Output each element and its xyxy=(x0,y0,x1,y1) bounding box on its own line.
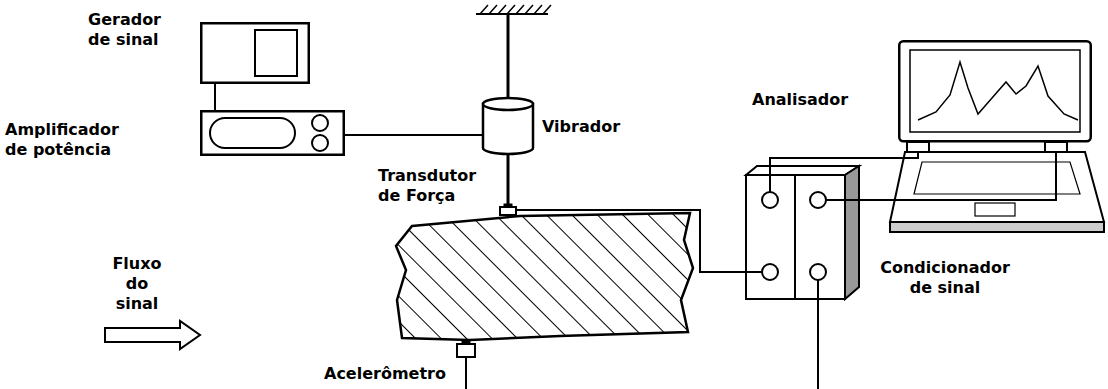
analyzer-laptop: Analisador xyxy=(898,40,1092,152)
device-label: Vibrador xyxy=(542,117,594,137)
conditioner-socket xyxy=(762,192,778,208)
transducer-body xyxy=(500,207,516,215)
device-label: Amplificador de potência xyxy=(5,120,130,160)
generator-screen xyxy=(255,30,297,76)
accelerometer-cable xyxy=(465,358,467,389)
signal-conditioner-shape xyxy=(745,165,860,300)
amplifier-knob xyxy=(312,135,328,151)
device-label: Condicionador de sinal xyxy=(869,258,1021,298)
conditioner-panel xyxy=(795,175,845,299)
flow-arrow xyxy=(105,321,200,349)
signal-cable xyxy=(860,152,1056,200)
signal-cable xyxy=(214,84,216,110)
conditioner-socket xyxy=(810,264,826,280)
conditioner-socket xyxy=(762,264,778,280)
amplifier-display xyxy=(210,118,295,148)
signal-cable xyxy=(507,155,510,204)
conditioner-cable xyxy=(817,300,819,389)
signal-generator: Gerador de sinal xyxy=(200,22,310,84)
input-port xyxy=(907,142,929,152)
generator-housing xyxy=(201,23,309,83)
signal-generator-shape xyxy=(200,22,310,84)
conditioner-wire xyxy=(745,271,762,273)
shaker-shape xyxy=(482,97,534,155)
suspension-rod xyxy=(507,14,510,98)
shaker-body xyxy=(483,104,533,154)
power-amplifier-shape xyxy=(200,110,345,156)
signal-cable xyxy=(770,152,918,165)
conditioner-top xyxy=(746,166,859,175)
force-transducer-shape xyxy=(499,204,517,216)
shaker-top xyxy=(483,98,533,110)
laptop-screen xyxy=(899,41,1091,141)
device-label: Gerador de sinal xyxy=(88,10,176,50)
force-transducer: Transdutor de Força xyxy=(499,204,517,216)
power-amplifier: Amplificador de potência xyxy=(200,110,345,156)
conditioner-side xyxy=(845,166,859,299)
amplifier-knob xyxy=(312,115,328,131)
conditioner-socket xyxy=(810,192,826,208)
transducer-stud xyxy=(504,204,512,207)
conditioner-wire xyxy=(817,280,819,300)
laptop-touchpad xyxy=(975,203,1015,216)
shaker: Vibrador xyxy=(482,97,534,155)
device-label: Acelerômetro xyxy=(290,364,446,384)
laptop-base xyxy=(890,152,1104,222)
amplifier-housing xyxy=(201,111,344,155)
flow-label: Fluxo do sinal xyxy=(105,254,169,314)
ceiling-line xyxy=(476,13,548,15)
flow-label-holder: Fluxo do sinal xyxy=(105,254,169,314)
conditioner-wire xyxy=(826,199,860,201)
conditioner-panel xyxy=(746,175,795,299)
accelerometer-body xyxy=(457,344,475,357)
screen-display xyxy=(910,50,1080,132)
signal-cable xyxy=(517,210,745,272)
accelerometer-shape xyxy=(456,340,476,358)
laptop-base-edge xyxy=(890,222,1104,232)
conditioner-wire xyxy=(769,165,771,192)
spectrum-curve xyxy=(918,62,1078,120)
input-port xyxy=(1045,142,1067,152)
device-label: Transdutor de Força xyxy=(378,166,490,206)
analyzer-laptop-shape xyxy=(898,40,1092,152)
ceiling-hatch xyxy=(480,5,551,14)
test-structure xyxy=(396,213,693,340)
signal-conditioner: Condicionador de sinal xyxy=(745,165,860,300)
device-label: Analisador xyxy=(752,90,946,110)
signal-cable xyxy=(345,134,482,136)
accelerometer: Acelerômetro xyxy=(456,340,476,358)
